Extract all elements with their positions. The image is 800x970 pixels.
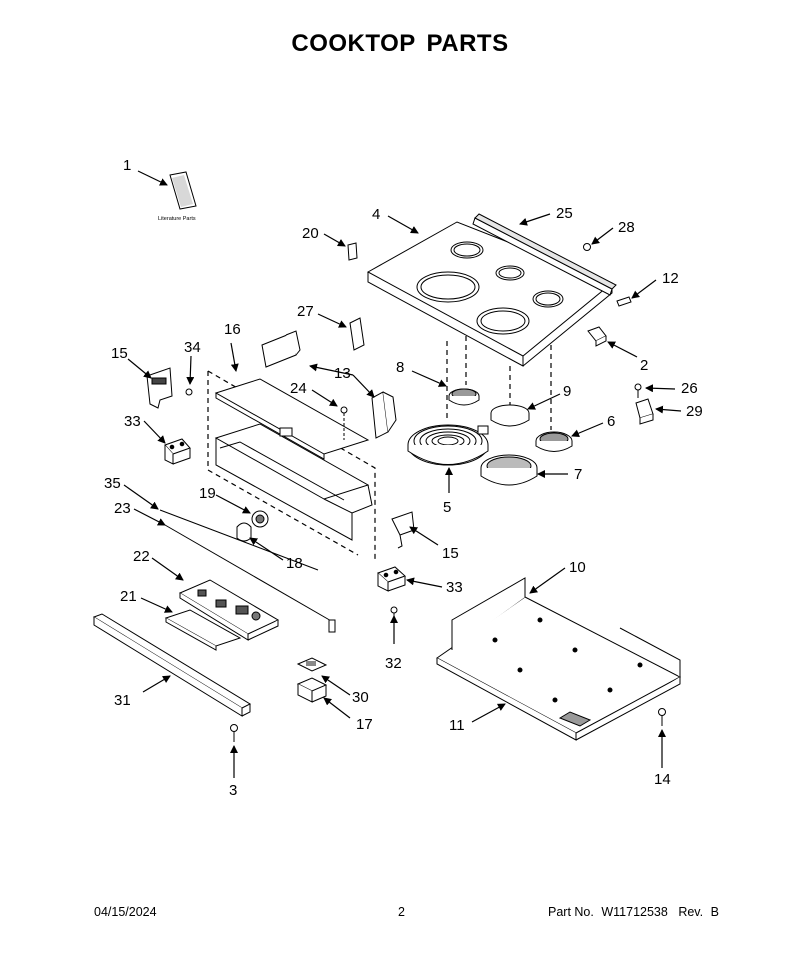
assembly-guide-lines [446,336,552,430]
callout-10: 10 [569,559,586,576]
screw-24 [340,406,348,440]
callout-1: 1 [123,157,131,174]
page-title: COOKTOP PARTS [291,30,509,57]
bracket-15-lower [391,511,415,549]
callout-17: 17 [356,716,373,733]
relay-17 [296,677,328,703]
large-coil-element-5 [407,424,489,466]
callout-33-upper: 33 [124,413,141,430]
knob-19 [251,510,269,528]
literature-parts: Literature Parts [158,171,197,222]
callout-35: 35 [104,475,121,492]
clip-12 [616,296,632,307]
rod-23 [164,524,336,633]
bracket-29 [635,398,654,425]
callout-20: 20 [302,225,319,242]
label-plate-20 [347,242,358,261]
callout-14: 14 [654,771,671,788]
callout-27: 27 [297,303,314,320]
revision-value: B [710,905,719,919]
revision-label: Rev. [678,905,704,919]
callout-33-lower: 33 [446,579,463,596]
element-6 [535,431,573,452]
rear-trim-strip [472,213,617,296]
part-number: W11712538 [601,905,668,919]
board-shield-21 [164,609,242,651]
callout-25: 25 [556,205,573,222]
callout-29: 29 [686,403,703,420]
callout-30: 30 [352,689,369,706]
callout-16: 16 [224,321,241,338]
callout-28: 28 [618,219,635,236]
callout-23: 23 [114,500,131,517]
callout-8: 8 [396,359,404,376]
console-housing-16 [207,370,376,560]
bracket-33-upper [164,438,191,465]
callout-21: 21 [120,588,137,605]
callout-15-lower: 15 [442,545,459,562]
cooktop-base-11 [436,577,682,741]
bracket-33-lower [377,566,406,592]
element-pan-7 [480,454,538,486]
callout-32: 32 [385,655,402,672]
callout-labels: 1 4 25 28 20 12 2 27 16 15 34 13 24 8 9 … [104,157,703,799]
callout-5: 5 [443,499,451,516]
bracket-15-upper [146,367,173,409]
callout-19: 19 [199,485,216,502]
callout-9: 9 [563,383,571,400]
callout-31: 31 [114,692,131,709]
callout-26: 26 [681,380,698,397]
callout-24: 24 [290,380,307,397]
callout-6: 6 [607,413,615,430]
screw-26 [634,383,642,398]
cooktop-glass [366,221,613,367]
cover-30 [296,657,328,672]
footer-date: 04/15/2024 [94,905,157,919]
callout-18: 18 [286,555,303,572]
element-cup-9 [490,404,530,427]
footer-part-info: Part No. W11712538 Rev. B [548,905,723,919]
rod-35 [159,509,319,571]
part-number-label: Part No. [548,905,594,919]
callout-22: 22 [133,548,150,565]
bracket-27 [349,317,365,351]
literature-parts-label: Literature Parts [158,216,196,222]
callout-15-upper: 15 [111,345,128,362]
callout-34: 34 [184,339,201,356]
screw-3 [230,724,238,742]
bracket-13-right [371,391,397,439]
callout-13: 13 [334,365,351,382]
footer-page-number: 2 [398,905,405,919]
screw-14 [658,708,666,726]
control-board-22 [178,579,280,641]
callout-4: 4 [372,206,380,223]
bracket-13-left [261,330,301,368]
callout-11: 11 [449,717,465,734]
leader-arrows [123,170,682,778]
screw-28 [583,243,591,251]
screw-34 [185,388,193,396]
small-element-8 [448,388,480,406]
callout-3: 3 [229,782,237,799]
callout-2: 2 [640,357,648,374]
front-trim-31 [92,613,252,717]
bracket-2 [587,326,607,347]
callout-7: 7 [574,466,582,483]
callout-12: 12 [662,270,679,287]
knob-cap-18 [236,522,252,542]
